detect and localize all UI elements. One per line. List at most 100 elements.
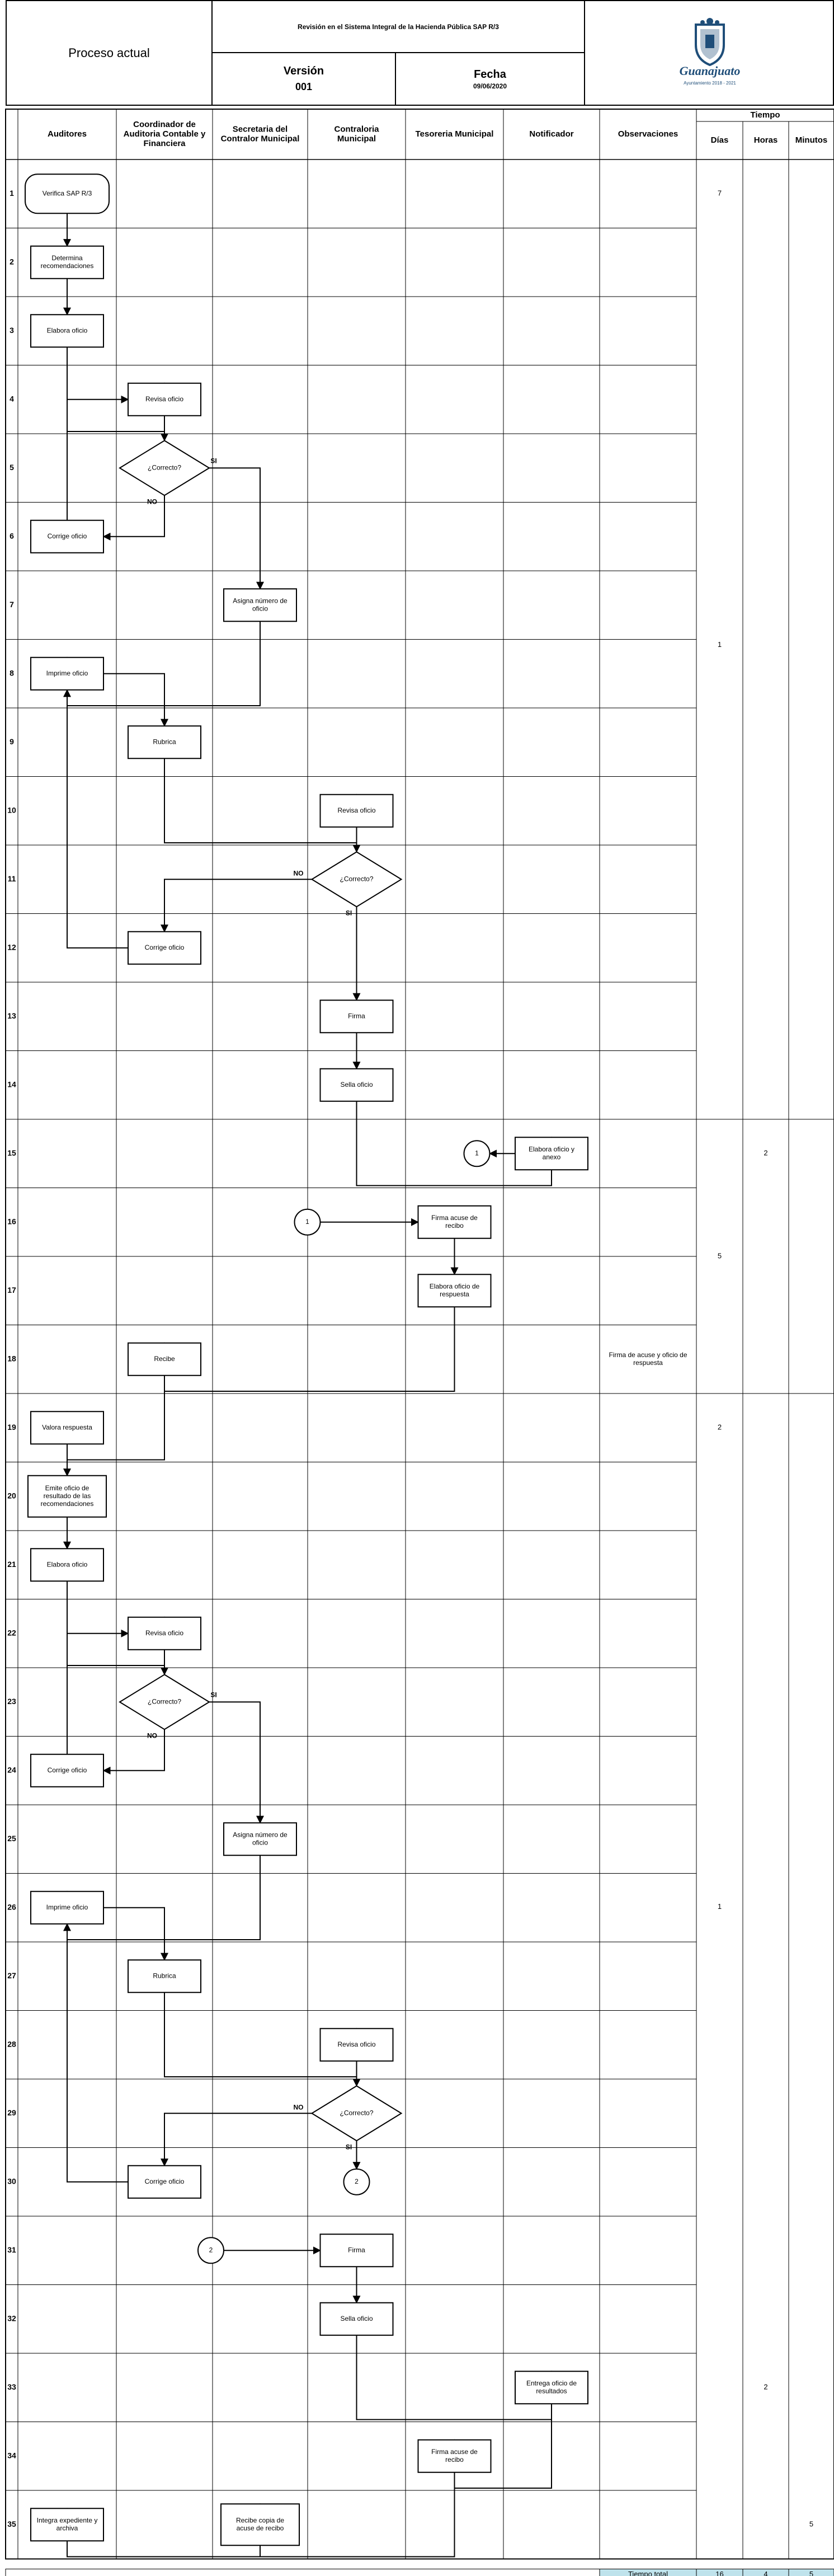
process-box [417, 1205, 492, 1239]
flow-node-process: Corrige oficio [30, 1753, 104, 1787]
page-connector-circle [294, 1208, 321, 1236]
page-connector-circle [463, 1140, 491, 1167]
node-label-line: Verifica SAP R/3 [43, 189, 92, 197]
row-number: 24 [7, 1765, 16, 1774]
row-number: 33 [7, 2382, 16, 2391]
connector-label: 1 [305, 1218, 309, 1226]
column-header-line: Coordinador de [133, 120, 196, 129]
node-label-line: Firma acuse de [431, 1214, 478, 1222]
process-box [128, 725, 201, 759]
flow-node-decision: ¿Correcto? [310, 851, 403, 908]
time-value-minutos: 5 [809, 2520, 813, 2528]
node-label-line: Rubrica [153, 738, 176, 745]
node-label: Revisa oficio [337, 806, 375, 814]
row-number: 6 [10, 531, 14, 540]
flow-arrow [103, 673, 168, 727]
observation-note-line: Firma de acuse y oficio de [609, 1351, 687, 1359]
flow-arrow [102, 1729, 165, 1775]
process-title-cell: Proceso actual [6, 0, 211, 106]
flow-arrow [161, 879, 312, 933]
node-label-line: recomendaciones [41, 1500, 94, 1508]
flow-node-process: Sella oficio [319, 2302, 394, 2336]
flow-arrow [209, 1701, 264, 1824]
page-connector-circle [197, 2237, 224, 2264]
node-label-line: recomendaciones [41, 262, 94, 270]
node-label-line: oficio [252, 1838, 268, 1846]
flow-node-connector: 1 [463, 1140, 491, 1167]
column-header: Tesoreria Municipal [416, 129, 494, 139]
node-label: Corrige oficio [145, 2178, 185, 2185]
decision-diamond [119, 440, 210, 496]
process-box [220, 2503, 300, 2546]
row-number: 14 [7, 1080, 16, 1088]
node-label-line: Elabora oficio [47, 326, 88, 334]
node-label-line: Entrega oficio de [526, 2379, 577, 2387]
total-hours: 4 [764, 2570, 767, 2576]
totals-highlight [599, 2569, 834, 2576]
total-days: 16 [715, 2570, 723, 2576]
node-label-line: recibo [445, 2456, 464, 2464]
node-label-line: resultado de las [44, 1492, 91, 1500]
time-value-dias: 5 [718, 1251, 722, 1260]
flow-node-connector: 2 [197, 2237, 224, 2264]
node-label-line: respuesta [440, 1290, 469, 1298]
process-box [319, 2302, 394, 2336]
row-number: 8 [10, 668, 14, 677]
node-label-line: Emite oficio de [45, 1484, 89, 1492]
process-box [319, 2234, 394, 2268]
time-value-dias: 1 [718, 640, 722, 649]
node-label-line: Recibe copia de [236, 2516, 284, 2524]
process-box [30, 656, 104, 691]
process-box [128, 931, 201, 965]
node-label-line: anexo [543, 1153, 561, 1161]
node-label-line: Rubrica [153, 1972, 176, 1979]
node-label-line: Valora respuesta [42, 1423, 92, 1431]
node-label-line: Firma acuse de [431, 2448, 478, 2456]
node-label: Firma [348, 2246, 365, 2254]
flow-arrow [63, 1923, 128, 2183]
node-label-line: Elabora oficio y [529, 1145, 574, 1153]
node-label-line: ¿Correcto? [148, 1697, 181, 1705]
flow-arrow [161, 1307, 455, 1392]
row-number: 34 [7, 2451, 16, 2460]
process-box [128, 1959, 201, 1993]
flow-node-terminator: Verifica SAP R/3 [25, 173, 110, 214]
node-label: Imprime oficio [46, 1903, 88, 1911]
observation-note-line: respuesta [633, 1359, 663, 1367]
process-box [417, 2439, 492, 2473]
date-cell: Fecha 09/06/2020 [396, 53, 585, 106]
row-number: 31 [7, 2245, 16, 2254]
total-time-label: Tiempo total [628, 2570, 668, 2576]
flow-node-process: Rubrica [128, 725, 201, 759]
row-number: 2 [10, 257, 14, 266]
flow-arrow [102, 495, 165, 541]
column-header-line: Contraloria [334, 124, 379, 134]
row-number: 30 [7, 2176, 16, 2185]
flow-node-process: Valora respuesta [30, 1411, 104, 1445]
process-box [30, 245, 104, 279]
process-box [223, 588, 297, 622]
node-label-line: Revisa oficio [145, 1629, 183, 1637]
node-label: Valora respuesta [42, 1423, 92, 1431]
column-header-line: Financiera [143, 139, 186, 148]
hours-header: Horas [754, 135, 778, 145]
column-header: Auditores [48, 129, 87, 139]
process-box [417, 1274, 492, 1308]
node-label: Recibe [154, 1355, 175, 1363]
node-label-line: Corrige oficio [145, 944, 185, 951]
flow-arrow [67, 1629, 129, 1754]
process-box [515, 1137, 588, 1171]
row-number: 26 [7, 1902, 16, 1911]
flow-node-process: Sella oficio [319, 1068, 394, 1102]
page-connector-circle [343, 2168, 370, 2195]
flow-node-process: Recibe [128, 1342, 201, 1376]
flow-node-process: Firma [319, 1000, 394, 1034]
node-label-line: Firma [348, 2246, 365, 2254]
